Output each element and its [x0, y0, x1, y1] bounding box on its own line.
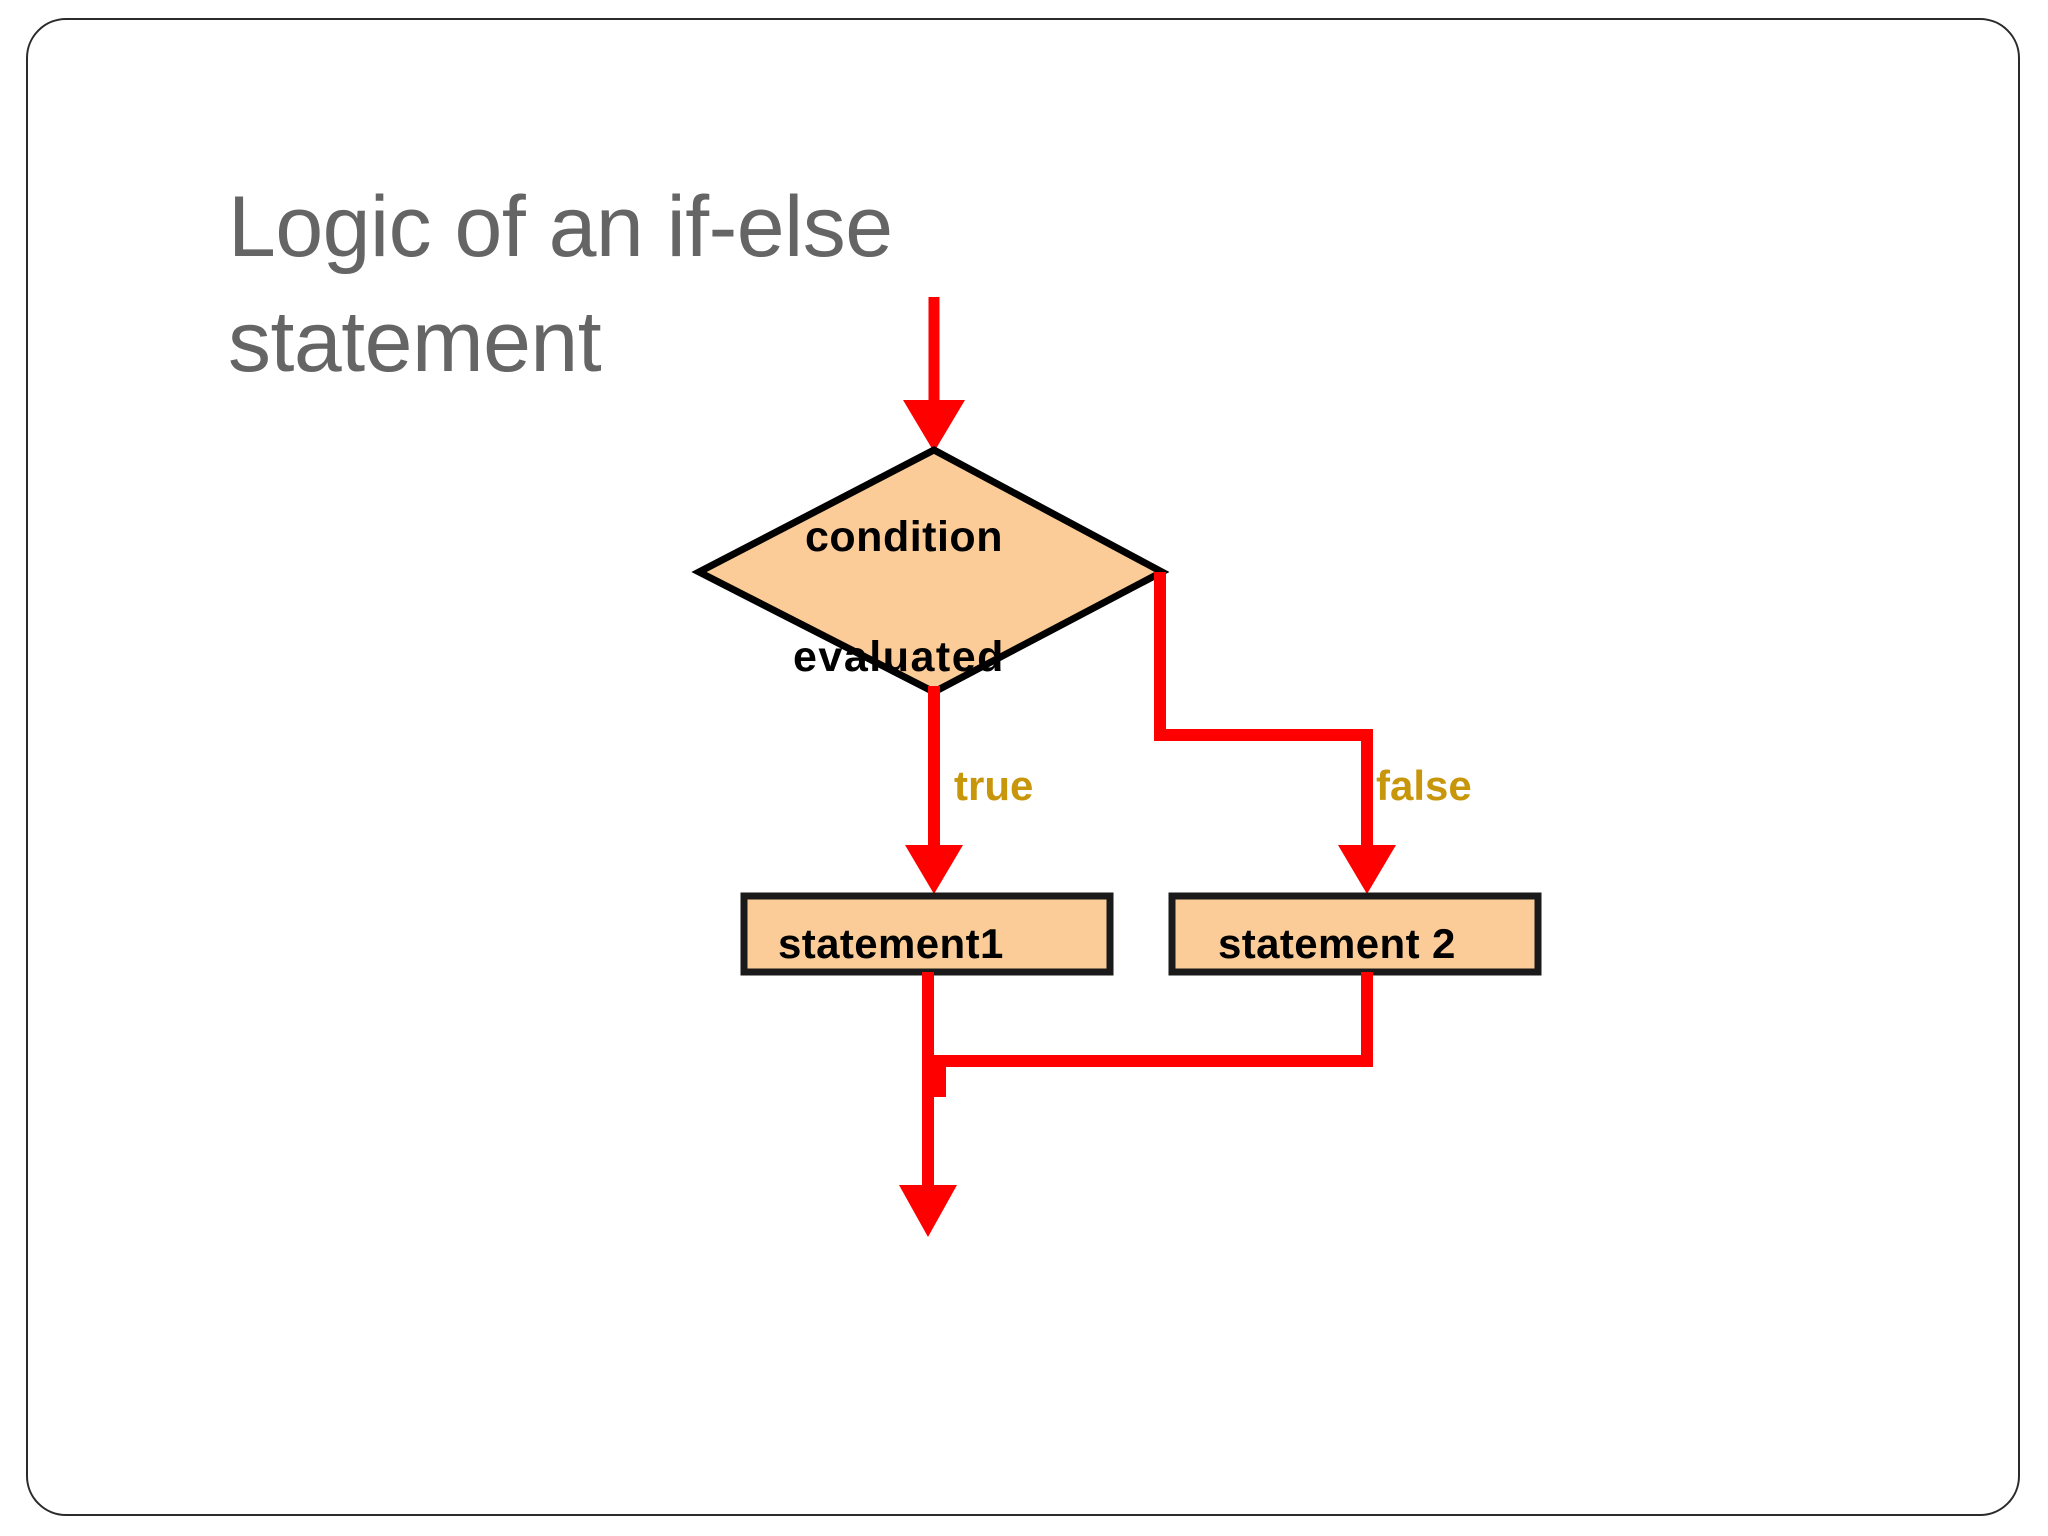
false-edge-arrow [1154, 572, 1396, 894]
false-branch-label: false [1376, 762, 1472, 809]
statement1-label: statement1 [778, 920, 1004, 967]
decision-label-line2: evaluated [793, 633, 1005, 681]
true-edge-arrow [905, 686, 963, 894]
statement2-box-shape [1168, 892, 1542, 976]
statement2-label: statement 2 [1218, 920, 1456, 967]
merge-right-edge [934, 972, 1373, 1067]
true-branch-label: true [954, 762, 1034, 809]
decision-label-line1: condition [805, 513, 1003, 561]
exit-arrow [899, 972, 957, 1237]
entry-arrow [903, 297, 965, 452]
statement1-box-shape [740, 892, 1114, 976]
page-title: Logic of an if-else statement [228, 179, 893, 391]
